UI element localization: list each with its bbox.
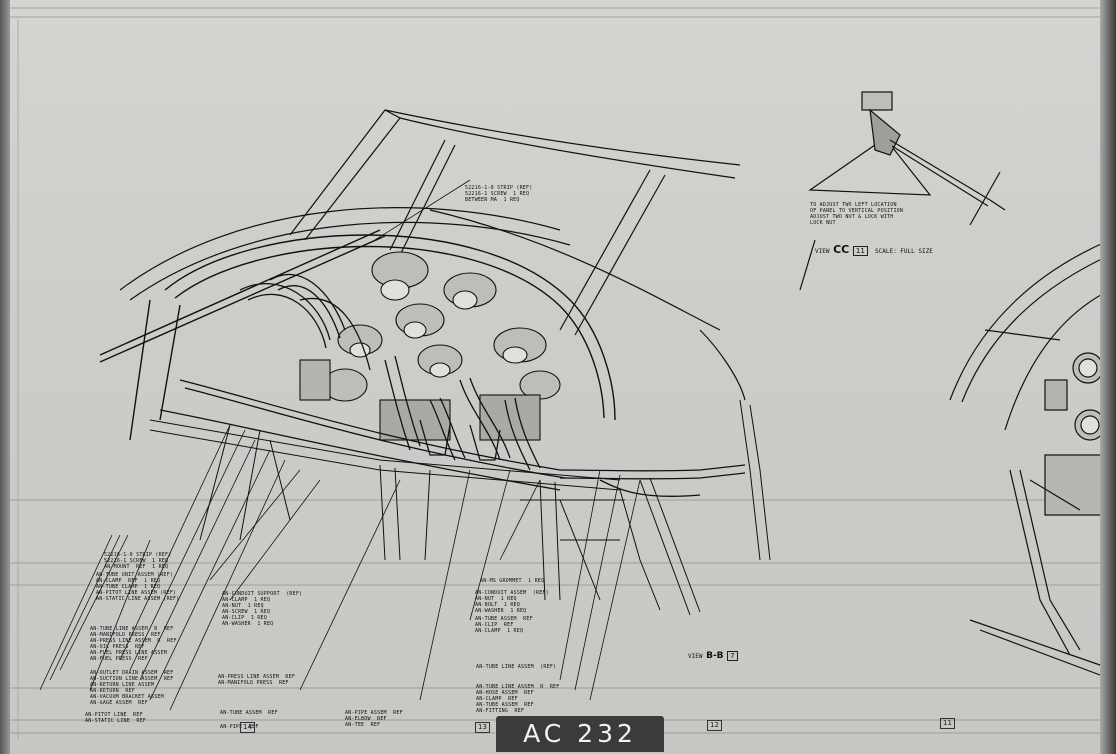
view-cc-detail [799, 91, 1006, 291]
section-bb-label: VIEW B-B 7 [688, 651, 738, 661]
annotation-left-upper: 52216-1-0 STRIP (REF)52216-1 SCREW 1 REQ… [104, 552, 172, 570]
annotation-left-mid: AN-TUBE UNIT ASSEM (REF)AN-CLAMP REF 1 R… [96, 572, 180, 602]
grid-number-14: 14 [240, 722, 255, 733]
instrument-cluster [299, 251, 561, 441]
annotation-center-bottom: AN-TUBE LINE ASSEM (REF) [476, 664, 557, 670]
sheet-lines [10, 7, 1100, 740]
grid-number-11: 11 [940, 718, 955, 729]
tubing-bundle [159, 273, 746, 497]
section-bb-ref: 7 [727, 651, 738, 661]
support-structure [149, 399, 771, 616]
canopy-frame [119, 109, 746, 401]
grid-number-13: 13 [475, 722, 490, 733]
instrument-panel-hood [99, 229, 616, 441]
annotation-bottom-right-mid: AN-TUBE ASSEM REF [220, 710, 278, 716]
annotation-grommet: AN-MS GROMMET 1 REQ [480, 578, 545, 584]
leader-lines [39, 179, 641, 711]
view-cc-ref: 11 [852, 246, 868, 256]
drawing-number-tag: AC 232 [496, 716, 664, 752]
right-cockpit-partial [949, 239, 1111, 676]
annotation-top: 52216-1-0 STRIP (REF)52216-1 SCREW 1 REQ… [465, 185, 533, 203]
annotation-bottom-base: AN-PIPE REF [220, 724, 259, 730]
grid-number-12: 12 [707, 720, 722, 731]
view-cc-label: VIEW CC 11 SCALE: FULL SIZE [815, 243, 933, 256]
